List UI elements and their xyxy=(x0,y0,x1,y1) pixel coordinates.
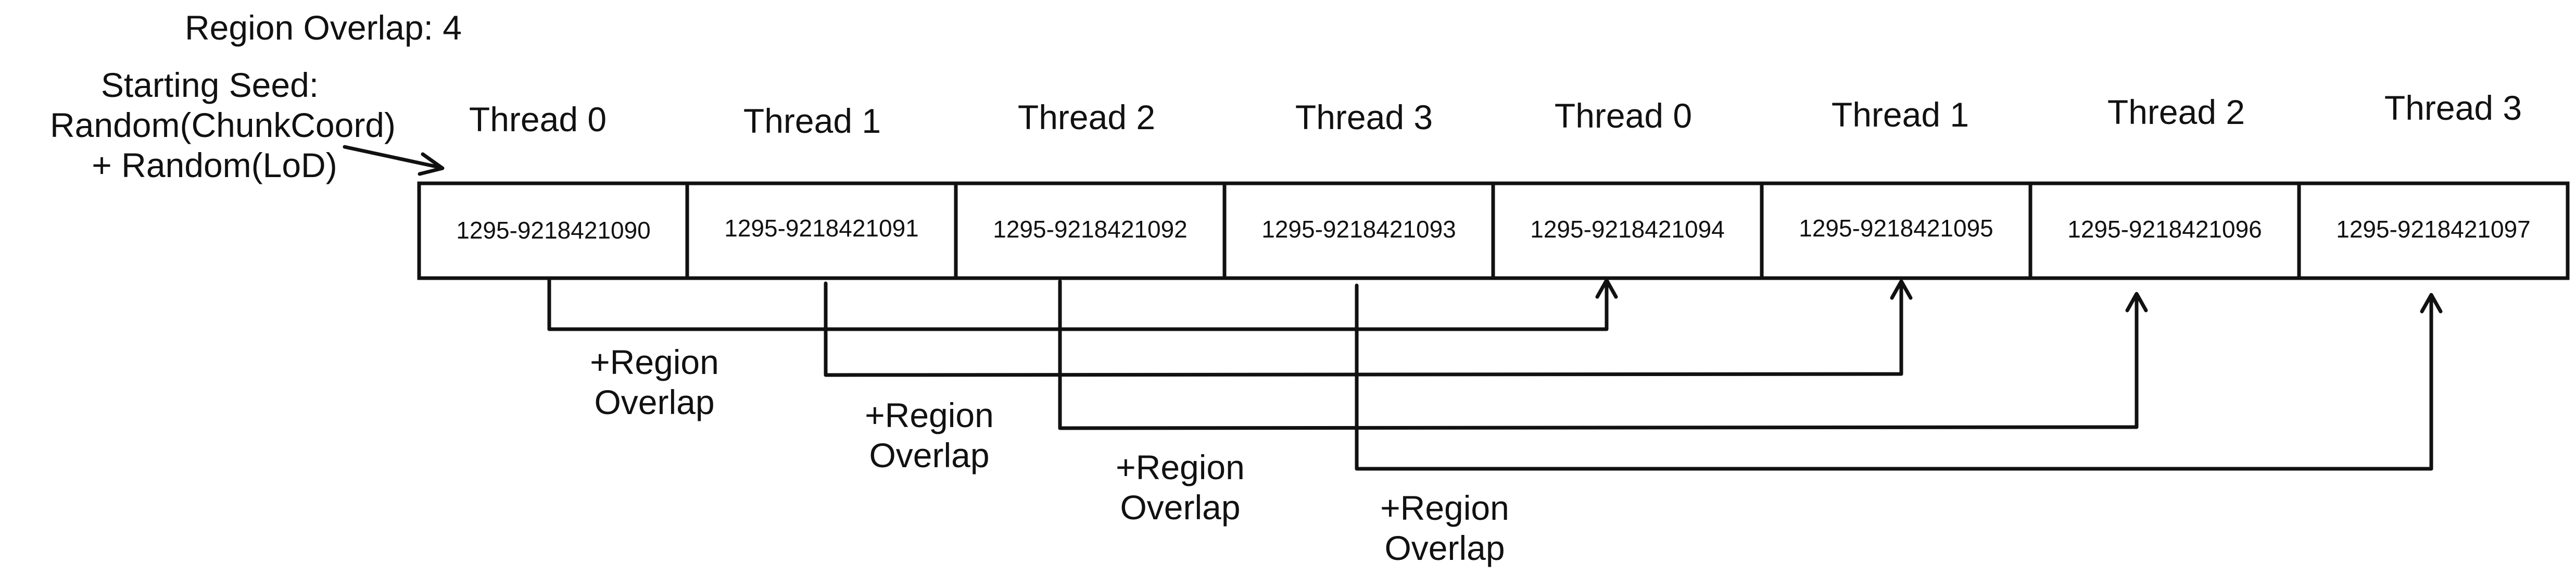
overlap-link-line xyxy=(1058,279,2139,430)
thread-label: Thread 1 xyxy=(1832,95,1969,134)
seed-cell-row: 1295-9218421090 1295-9218421091 1295-921… xyxy=(417,181,2570,280)
thread-label: Thread 1 xyxy=(743,102,881,140)
seed-cell xyxy=(1222,181,1495,280)
overlap-link-line xyxy=(547,277,1609,331)
overlap-link-label: +Region xyxy=(1116,448,1245,486)
overlap-link-arrowhead xyxy=(1890,279,1913,300)
seed-cell xyxy=(1760,181,2032,280)
seed-cell-value: 1295-9218421093 xyxy=(1261,216,1456,243)
region-overlap-label: Region Overlap: 4 xyxy=(185,8,462,47)
seed-cell xyxy=(954,181,1227,280)
thread-label: Thread 3 xyxy=(2384,89,2522,127)
seed-cell xyxy=(685,181,958,280)
starting-seed-formula-lod: + Random(LoD) xyxy=(92,146,337,184)
overlap-link-label: +Region xyxy=(590,343,719,381)
seed-cell-value: 1295-9218421091 xyxy=(724,215,918,242)
seed-cell-value: 1295-9218421094 xyxy=(1530,216,1724,243)
overlap-link-label: Overlap xyxy=(1120,488,1240,527)
overlap-link-arrowhead xyxy=(1595,278,1618,299)
starting-seed-arrow xyxy=(343,145,444,170)
seed-cell xyxy=(2297,181,2570,280)
seed-cell-value: 1295-9218421092 xyxy=(993,216,1187,243)
thread-label: Thread 0 xyxy=(1555,96,1692,135)
thread-labels: Thread 0 Thread 1 Thread 2 Thread 3 Thre… xyxy=(469,89,2522,140)
overlap-links: +Region Overlap +Region Overlap +Region … xyxy=(547,277,2443,567)
seed-cell-value: 1295-9218421090 xyxy=(456,217,650,244)
overlap-link-line xyxy=(824,280,1903,377)
overlap-link-line xyxy=(1355,283,2433,471)
starting-seed-formula-chunk: Random(ChunkCoord) xyxy=(50,106,396,144)
thread-label: Thread 0 xyxy=(469,100,607,139)
thread-label: Thread 3 xyxy=(1295,98,1433,136)
overlap-link-label: Overlap xyxy=(594,383,714,421)
starting-seed-arrowhead xyxy=(418,152,445,176)
starting-seed-title: Starting Seed: xyxy=(101,66,319,104)
seed-cell xyxy=(2028,181,2301,280)
overlap-link-arrowhead xyxy=(2420,293,2443,314)
thread-label: Thread 2 xyxy=(2107,93,2245,131)
overlap-link-label: Overlap xyxy=(1384,529,1505,567)
seed-cell-value: 1295-9218421096 xyxy=(2067,216,2262,243)
thread-label: Thread 2 xyxy=(1018,98,1155,136)
overlap-link-label: +Region xyxy=(865,396,994,434)
seed-cell-value: 1295-9218421095 xyxy=(1799,215,1993,242)
overlap-link-arrowhead xyxy=(2125,292,2148,313)
overlap-link-label: Overlap xyxy=(869,436,989,474)
seed-cell-value: 1295-9218421097 xyxy=(2336,216,2530,243)
overlap-link-label: +Region xyxy=(1380,489,1509,527)
